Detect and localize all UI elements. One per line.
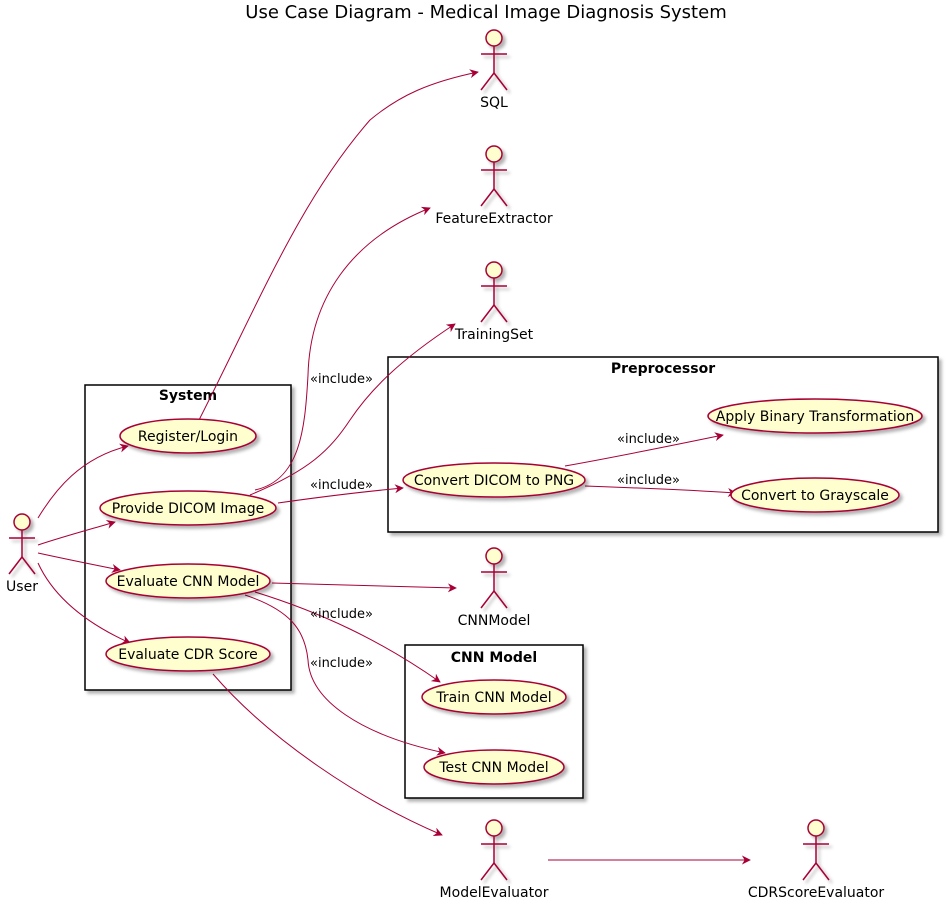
actor-modelevaluator-label: ModelEvaluator [440, 885, 549, 901]
usecase-train-cnn[interactable]: Train CNN Model [421, 679, 567, 715]
include-label-trainingset: «include» [310, 372, 373, 387]
usecase-apply-binary[interactable]: Apply Binary Transformation [707, 398, 923, 434]
actor-cnnmodel-label: CNNModel [458, 613, 531, 629]
edge-user-register [37, 443, 129, 519]
usecase-provide-dicom-label: Provide DICOM Image [112, 501, 264, 517]
include-label-binary: «include» [617, 432, 680, 447]
include-label-test: «include» [310, 656, 373, 671]
actor-sql-icon [480, 29, 508, 91]
actor-featureextractor-label: FeatureExtractor [435, 211, 553, 227]
edges [37, 69, 751, 865]
usecase-convert-grayscale[interactable]: Convert to Grayscale [730, 477, 900, 513]
edge-user-evaluate-cdr [37, 562, 131, 644]
edge-convert-grayscale [584, 485, 737, 497]
actor-modelevaluator[interactable]: ModelEvaluator [440, 819, 549, 901]
usecase-test-cnn[interactable]: Test CNN Model [423, 749, 565, 785]
edge-user-provide [37, 520, 116, 546]
edge-evaluate-train [254, 591, 441, 683]
actor-trainingset-icon [480, 261, 508, 323]
edge-user-evaluate-cnn [37, 552, 121, 573]
actor-user[interactable]: User [6, 513, 38, 595]
actor-cdrscoreevaluator-label: CDRScoreEvaluator [748, 885, 885, 901]
include-label-train: «include» [310, 607, 373, 622]
usecase-convert-dicom[interactable]: Convert DICOM to PNG [402, 462, 586, 498]
usecase-evaluate-cnn[interactable]: Evaluate CNN Model [105, 563, 271, 599]
actor-trainingset[interactable]: TrainingSet [454, 261, 534, 343]
usecase-evaluate-cnn-label: Evaluate CNN Model [117, 574, 260, 590]
edge-evaluate-cnnmodel [271, 582, 457, 593]
actor-cdrscoreevaluator-icon [802, 819, 830, 881]
actor-sql-label: SQL [480, 95, 508, 111]
actor-sql[interactable]: SQL [480, 29, 508, 111]
actor-cnnmodel[interactable]: CNNModel [458, 547, 531, 629]
actor-modelevaluator-icon [480, 819, 508, 881]
edge-provide-featureextractor [254, 206, 431, 491]
actor-featureextractor[interactable]: FeatureExtractor [435, 145, 553, 227]
include-label-grayscale: «include» [617, 473, 680, 488]
usecase-train-cnn-label: Train CNN Model [435, 690, 551, 706]
usecase-evaluate-cdr-label: Evaluate CDR Score [118, 647, 258, 663]
actor-trainingset-label: TrainingSet [454, 327, 534, 343]
usecase-convert-dicom-label: Convert DICOM to PNG [414, 473, 574, 489]
edge-convert-binary [564, 432, 724, 467]
usecase-register-login-label: Register/Login [138, 429, 238, 445]
edge-provide-convert [277, 484, 404, 504]
diagram-title: Use Case Diagram - Medical Image Diagnos… [245, 2, 726, 23]
usecase-register-login[interactable]: Register/Login [119, 418, 257, 454]
package-preprocessor-label: Preprocessor [611, 361, 715, 377]
package-cnn-model-label: CNN Model [451, 650, 537, 666]
actor-user-icon [8, 513, 36, 575]
edge-provide-trainingset [249, 323, 456, 496]
actor-cdrscoreevaluator[interactable]: CDRScoreEvaluator [748, 819, 885, 901]
actor-user-label: User [6, 579, 38, 595]
include-label-convert: «include» [310, 478, 373, 493]
edge-evaluate-test [244, 594, 446, 756]
edge-register-sql [197, 69, 479, 423]
actor-cnnmodel-icon [480, 547, 508, 609]
usecase-apply-binary-label: Apply Binary Transformation [716, 409, 914, 425]
usecase-evaluate-cdr[interactable]: Evaluate CDR Score [105, 636, 271, 672]
usecase-convert-grayscale-label: Convert to Grayscale [741, 488, 889, 504]
edge-cdr-modelevaluator [212, 673, 443, 836]
actor-featureextractor-icon [480, 145, 508, 207]
package-system-label: System [159, 388, 217, 404]
usecase-test-cnn-label: Test CNN Model [438, 760, 548, 776]
usecase-provide-dicom[interactable]: Provide DICOM Image [99, 490, 277, 526]
